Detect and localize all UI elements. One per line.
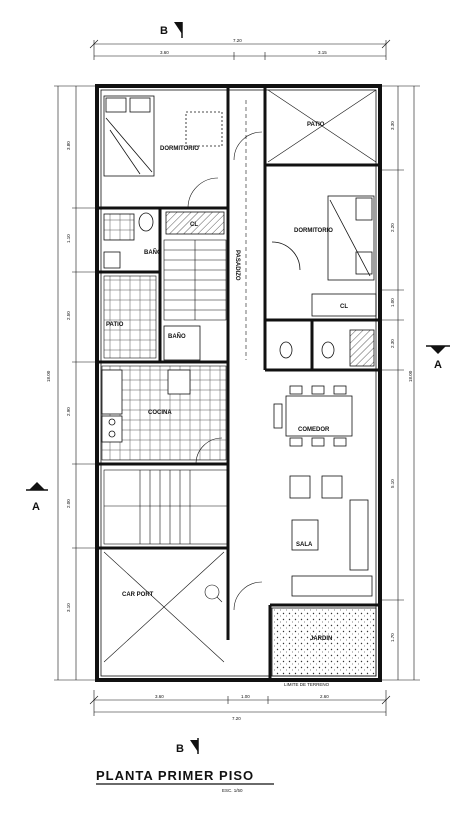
patio-mid-floor <box>103 275 157 359</box>
svg-text:3.80: 3.80 <box>66 141 71 150</box>
dim-top-total: 7.20 <box>233 38 242 43</box>
label-corridor: PASADIZO <box>234 250 240 281</box>
label-carport: CAR PORT <box>122 592 154 598</box>
bottom-dimensions <box>89 690 391 716</box>
boundary-note: LIMITE DE TERRENO <box>284 682 330 687</box>
svg-text:3.10: 3.10 <box>66 603 71 612</box>
svg-text:2.20: 2.20 <box>390 223 395 232</box>
svg-text:2.90: 2.90 <box>66 407 71 416</box>
svg-text:B: B <box>176 743 184 755</box>
interior-walls <box>99 88 378 678</box>
plan-title: PLANTA PRIMER PISO <box>96 768 254 783</box>
svg-text:2.30: 2.30 <box>390 339 395 348</box>
carport <box>103 551 225 663</box>
dim-right-total: 18.00 <box>408 370 413 382</box>
label-patio-mid: PATIO <box>106 322 124 328</box>
closet-2 <box>311 293 377 317</box>
label-bath-2: BAÑO <box>168 333 186 340</box>
dim-top-left: 3.60 <box>160 50 169 55</box>
svg-text:A: A <box>32 501 40 513</box>
living-furniture <box>289 475 373 597</box>
kitchen-counter <box>101 369 191 443</box>
left-dimensions <box>54 85 100 681</box>
dining-table <box>273 385 353 447</box>
closet-1 <box>165 211 225 235</box>
label-closet-1: CL <box>190 222 198 228</box>
label-bedroom-1: DORMITORIO <box>160 146 199 152</box>
garden-area <box>271 607 377 677</box>
dim-bottom-total: 7.20 <box>232 716 241 721</box>
section-mark-a-left: A <box>26 482 48 513</box>
svg-text:3.30: 3.30 <box>390 121 395 130</box>
svg-text:B: B <box>160 25 168 37</box>
door-swing-bedroom-1 <box>187 177 219 209</box>
dim-bottom-right: 2.60 <box>320 694 329 699</box>
label-bedroom-2: DORMITORIO <box>294 228 333 234</box>
label-garden: JARDIN <box>310 636 332 642</box>
label-dining: COMEDOR <box>298 427 330 433</box>
svg-text:2.50: 2.50 <box>66 311 71 320</box>
stairs-lower <box>103 469 229 545</box>
dim-top-right: 3.15 <box>318 50 327 55</box>
bed-2 <box>271 195 375 281</box>
section-mark-b-bottom: B <box>176 738 199 755</box>
dim-bottom-mid: 1.00 <box>241 694 250 699</box>
outer-walls <box>95 84 382 682</box>
svg-text:1.10: 1.10 <box>66 234 71 243</box>
label-bath-1: BAÑO <box>144 249 162 256</box>
right-dimensions <box>380 85 420 681</box>
top-dimensions <box>89 39 391 60</box>
label-patio-top: PATIO <box>307 122 325 128</box>
bed-1 <box>103 95 223 177</box>
label-kitchen: COCINA <box>148 410 172 416</box>
section-mark-b-top: B <box>160 22 183 38</box>
svg-text:5.10: 5.10 <box>390 479 395 488</box>
label-closet-2: CL <box>340 304 348 310</box>
right-dim-labels: 3.30 2.20 1.00 2.30 5.10 1.70 <box>390 121 395 642</box>
left-dim-labels: 3.80 1.10 2.50 2.90 2.00 3.10 <box>66 141 71 612</box>
dim-left-total: 18.00 <box>46 370 51 382</box>
door-swing-kitchen <box>195 437 223 465</box>
door-swing-entry <box>233 581 263 611</box>
bath-3-fixtures <box>279 329 375 367</box>
label-hall: SALA <box>296 542 313 548</box>
patio-top <box>233 89 377 163</box>
svg-text:A: A <box>434 359 442 371</box>
section-mark-a-right: A <box>426 345 450 371</box>
svg-text:2.00: 2.00 <box>66 499 71 508</box>
dim-bottom-left: 3.60 <box>155 694 164 699</box>
svg-text:1.00: 1.00 <box>390 298 395 307</box>
bath-2-small <box>163 325 201 361</box>
stairs-upper <box>163 239 227 321</box>
plan-scale: ESC. 1/50 <box>222 788 243 793</box>
svg-text:1.70: 1.70 <box>390 633 395 642</box>
bath-1-fixtures <box>103 212 154 269</box>
